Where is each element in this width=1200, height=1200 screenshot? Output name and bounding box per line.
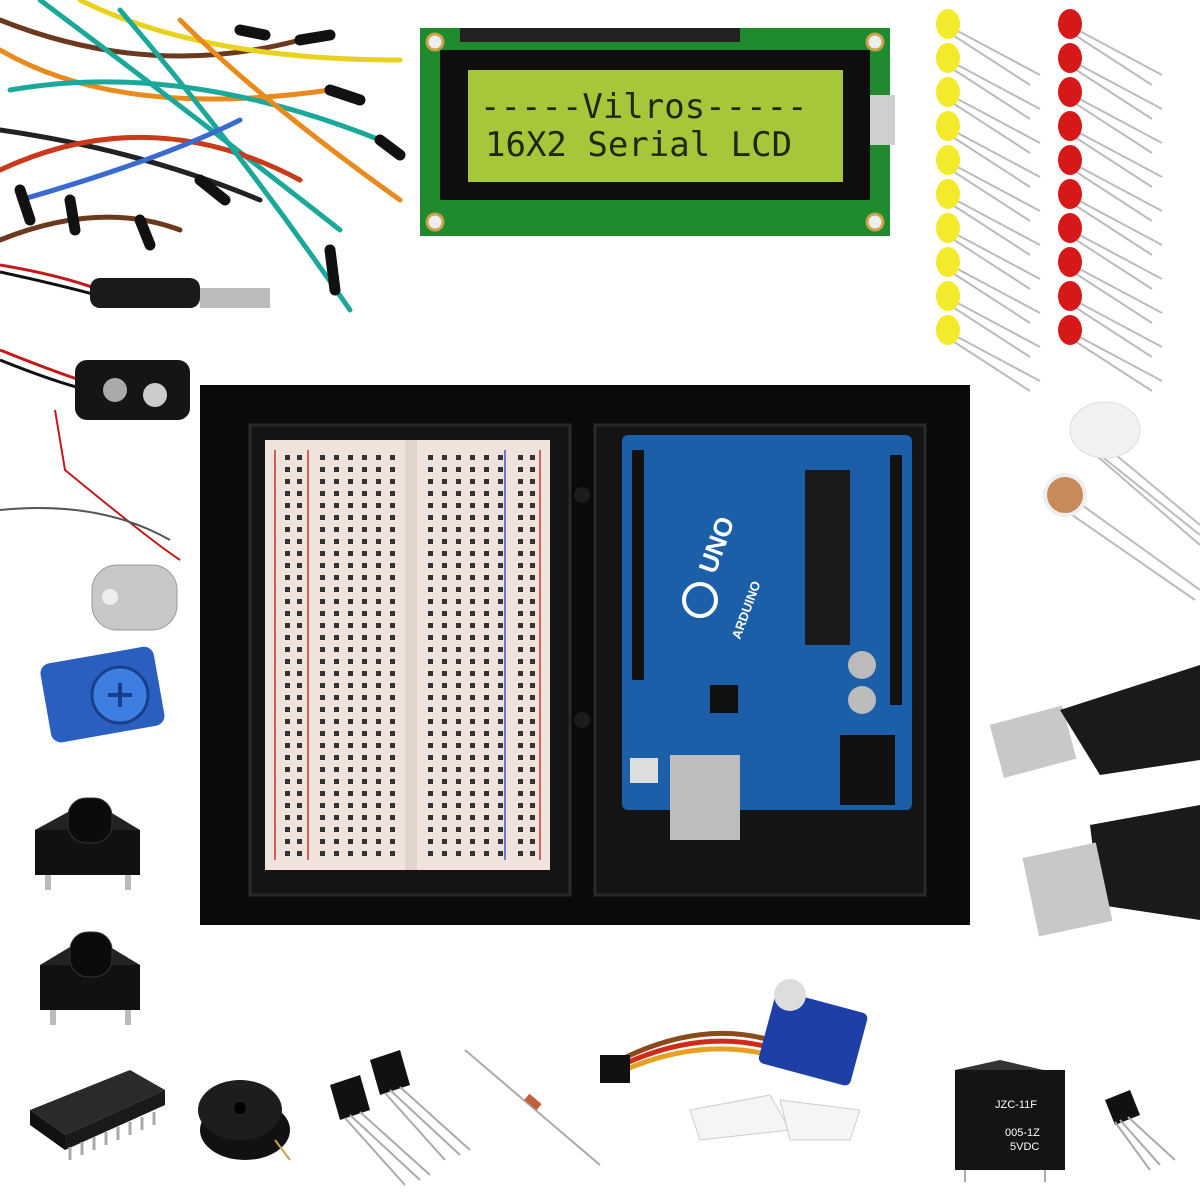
relay-voltage: 5VDC <box>1010 1141 1039 1153</box>
jumper-wires <box>0 0 406 313</box>
led <box>936 111 960 141</box>
led <box>1058 247 1082 277</box>
arduino-uno-board: UNO ARDUINO <box>622 435 912 840</box>
diodes <box>464 1049 601 1166</box>
red-leds <box>1058 9 1163 392</box>
temperature-sensor <box>1105 1090 1176 1171</box>
photoresistor <box>1043 473 1200 601</box>
9v-battery-clip <box>0 348 190 420</box>
dc-motor <box>0 409 181 631</box>
potentiometer <box>40 646 165 743</box>
breadboard <box>265 440 550 870</box>
led <box>936 281 960 311</box>
lcd-line-1: -----Vilros----- <box>480 87 808 127</box>
led <box>1058 9 1082 39</box>
lcd-line-2: 16X2 Serial LCD <box>485 125 792 165</box>
relay-model: JZC-11F <box>995 1099 1037 1111</box>
led <box>1058 77 1082 107</box>
led <box>1058 213 1082 243</box>
relay-type: 005-1Z <box>1005 1127 1040 1139</box>
led <box>936 145 960 175</box>
yellow-leds <box>936 9 1041 392</box>
led <box>936 43 960 73</box>
transistors <box>330 1050 471 1186</box>
usb-cable <box>989 665 1200 937</box>
rgb-led <box>1069 401 1200 546</box>
push-button <box>35 797 140 890</box>
led <box>936 315 960 345</box>
led <box>1058 179 1082 209</box>
led <box>1058 145 1082 175</box>
led <box>1058 315 1082 345</box>
led <box>1058 43 1082 73</box>
led <box>1058 281 1082 311</box>
led <box>1058 111 1082 141</box>
lcd-16x2-module: -----Vilros----- 16X2 Serial LCD <box>420 28 895 236</box>
relay: JZC-11F 005-1Z 5VDC <box>955 1060 1065 1182</box>
led <box>936 213 960 243</box>
led <box>936 77 960 107</box>
push-button <box>40 931 140 1025</box>
led <box>936 179 960 209</box>
dc-barrel-jack-cable <box>0 263 270 308</box>
shift-register-ic <box>30 1070 165 1160</box>
led <box>936 9 960 39</box>
piezo-buzzer <box>198 1080 291 1161</box>
servo-motor <box>600 979 868 1141</box>
led <box>936 247 960 277</box>
